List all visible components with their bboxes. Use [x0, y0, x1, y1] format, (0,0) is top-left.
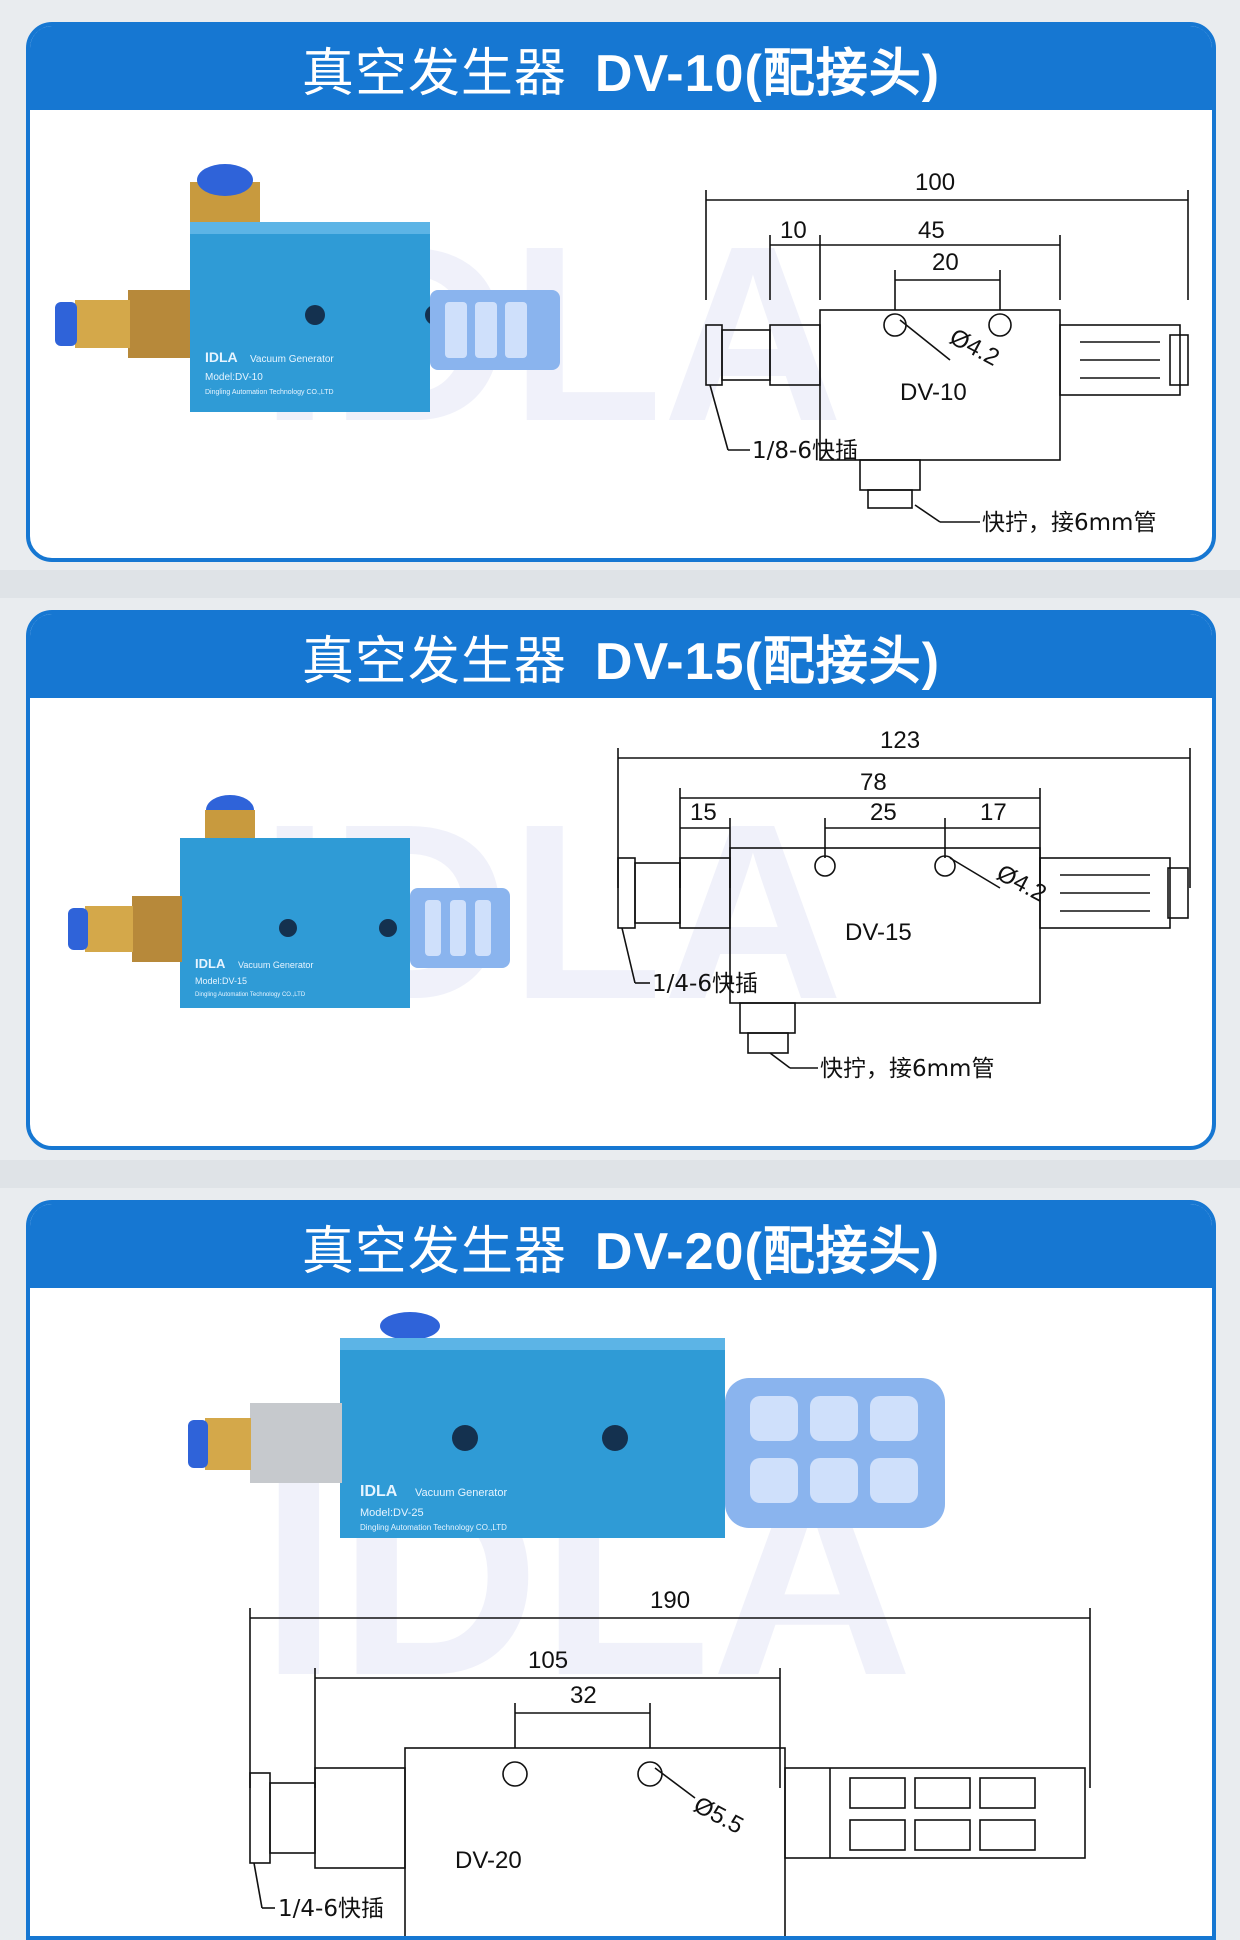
photo-label-model: Model:DV-15: [195, 976, 247, 986]
dim-c: 17: [980, 799, 1007, 826]
separator-band: [0, 1160, 1240, 1188]
mount-hole: [279, 919, 297, 937]
hole-diameter: Ø5.5: [689, 1791, 748, 1839]
photo-label-model: Model:DV-10: [205, 372, 263, 383]
dim-c: 20: [932, 249, 959, 276]
product-photo: IDLA Vacuum Generator Model:DV-15 Dingli…: [68, 795, 510, 1008]
header-title-model: DV-10(配接头): [594, 44, 941, 103]
technical-drawing-dv10: 100 10 45 20 Ø4.2 DV-10 1/8-6快插 快拧，接6mm管: [705, 169, 1189, 536]
product-photo: IDLA Vacuum Generator Model:DV-10 Dingli…: [55, 164, 560, 412]
header-title-model: DV-15(配接头): [594, 632, 941, 691]
push-fitting-left-icon: [188, 1420, 208, 1468]
technical-drawing-dv20: 190 105 32 Ø5.5 DV-20 1/4-6快插: [249, 1587, 1091, 1936]
dim-body: 78: [860, 769, 887, 796]
brass-hex: [132, 896, 182, 962]
inlet-note: 1/4-6快插: [278, 1896, 384, 1922]
photo-label-brand: IDLA: [195, 956, 226, 971]
inlet-note: 1/8-6快插: [752, 438, 858, 464]
header-title-model: DV-20(配接头): [594, 1222, 941, 1281]
header-title-zh: 真空发生器: [301, 1221, 567, 1282]
card-body: IDLA IDLA Vacuum Generator Model:DV-15 D…: [30, 698, 1212, 1146]
outlet-note: 快拧，接6mm管: [820, 1056, 994, 1082]
drawing-model: DV-10: [900, 379, 967, 406]
dim-total: 100: [915, 169, 955, 196]
steel-hex: [250, 1403, 342, 1483]
card-body: IDLA IDLA Vacuum Generator Model:DV-25 D…: [30, 1288, 1212, 1936]
product-photo: IDLA Vacuum Generator Model:DV-25 Dingli…: [188, 1312, 945, 1538]
card-header: 真空发生器 DV-20(配接头): [30, 1204, 1212, 1288]
card-body: IDLA IDLA Vacuum Generator Model:DV-10: [30, 110, 1212, 558]
header-title-zh: 真空发生器: [301, 43, 567, 104]
mount-hole: [305, 305, 325, 325]
photo-label-model: Model:DV-25: [360, 1507, 424, 1519]
technical-drawing-dv15: 123 78 15 25 17 Ø4.2 DV-15 1/4-6快插 快拧，接6…: [617, 727, 1191, 1082]
push-fitting-top-icon: [380, 1312, 440, 1340]
photo-label-product: Vacuum Generator: [415, 1487, 507, 1499]
brass-hex: [128, 290, 190, 358]
mount-hole: [602, 1425, 628, 1451]
hole-diameter: Ø4.2: [945, 323, 1004, 371]
card-header: 真空发生器 DV-10(配接头): [30, 26, 1212, 110]
product-card-dv15: 真空发生器 DV-15(配接头) IDLA IDLA Vacuum Genera…: [26, 610, 1216, 1150]
photo-label-product: Vacuum Generator: [238, 960, 313, 970]
dim-b: 45: [918, 217, 945, 244]
generator-body: [340, 1338, 725, 1538]
photo-label-company: Dingling Automation Technology CO.,LTD: [360, 1523, 507, 1532]
dim-c: 32: [570, 1682, 597, 1709]
drawing-model: DV-15: [845, 919, 912, 946]
mount-hole: [452, 1425, 478, 1451]
product-card-dv10: 真空发生器 DV-10(配接头) IDLA IDLA Vacuum Gen: [26, 22, 1216, 562]
dim-b: 25: [870, 799, 897, 826]
photo-label-brand: IDLA: [360, 1483, 398, 1500]
push-fitting-left-icon: [55, 302, 77, 346]
push-fitting-left-icon: [68, 908, 88, 950]
photo-label-company: Dingling Automation Technology CO.,LTD: [195, 992, 306, 998]
dim-total: 190: [650, 1587, 690, 1614]
inlet-note: 1/4-6快插: [652, 971, 758, 997]
hole-diameter: Ø4.2: [992, 859, 1051, 907]
product-card-dv20: 真空发生器 DV-20(配接头) IDLA IDLA Vacuum Genera…: [26, 1200, 1216, 1940]
brass-fitting-left: [85, 906, 133, 952]
push-fitting-top-icon: [197, 164, 253, 196]
separator-band: [0, 570, 1240, 598]
brass-fitting-left: [75, 300, 130, 348]
dim-body: 105: [528, 1647, 568, 1674]
header-title-zh: 真空发生器: [301, 631, 567, 692]
photo-label-company: Dingling Automation Technology CO.,LTD: [205, 389, 334, 396]
outlet-note: 快拧，接6mm管: [982, 510, 1156, 536]
card-header: 真空发生器 DV-15(配接头): [30, 614, 1212, 698]
brass-fitting-left: [205, 1418, 251, 1470]
dim-a: 10: [780, 217, 807, 244]
photo-label-brand: IDLA: [205, 349, 238, 365]
dim-a: 15: [690, 799, 717, 826]
mount-hole: [379, 919, 397, 937]
dim-total: 123: [880, 727, 920, 754]
drawing-model: DV-20: [455, 1847, 522, 1874]
photo-label-product: Vacuum Generator: [250, 354, 334, 365]
